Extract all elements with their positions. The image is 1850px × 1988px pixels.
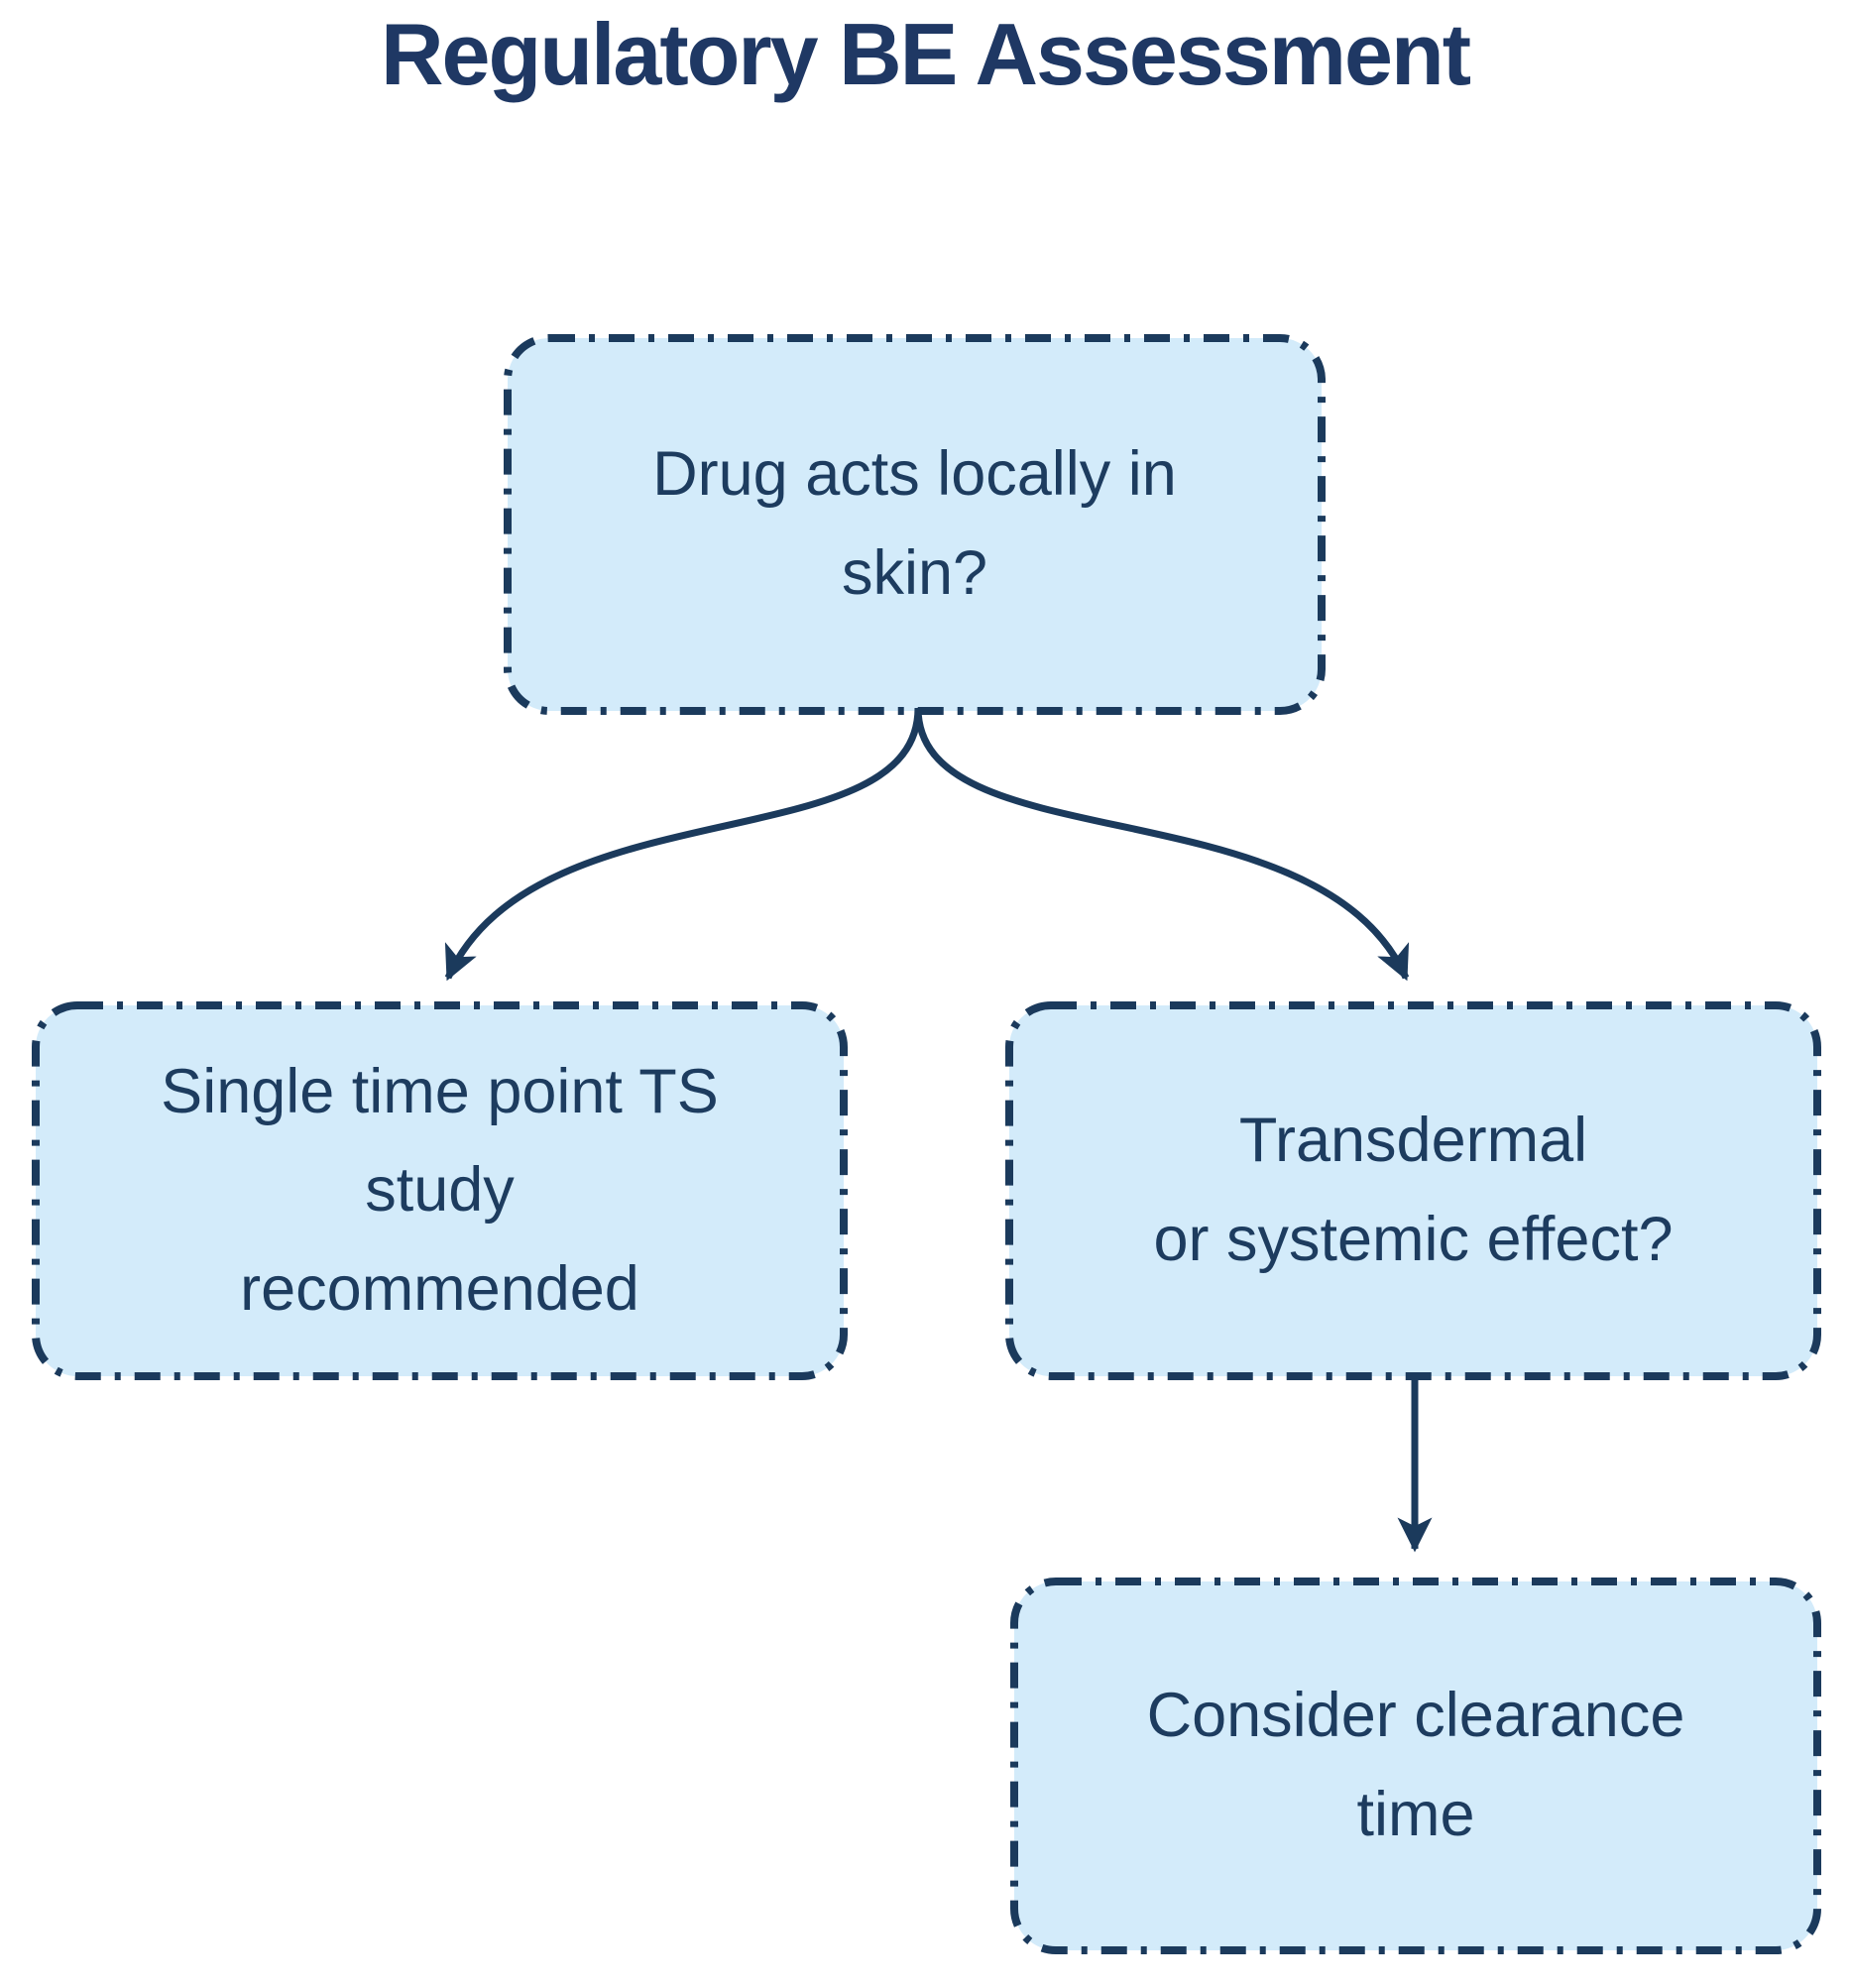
diagram-title: Regulatory BE Assessment [380, 5, 1471, 103]
node-transdermal-shape [1005, 1001, 1821, 1380]
node-single-time-point-shape [32, 1001, 848, 1380]
edge-local-to-transdermal-arrow [914, 707, 1410, 982]
node-consider-clearance-shape [1010, 1578, 1821, 1954]
node-drug-acts-locally-shape [504, 334, 1326, 715]
edge-local-to-ts-arrow [444, 707, 922, 982]
